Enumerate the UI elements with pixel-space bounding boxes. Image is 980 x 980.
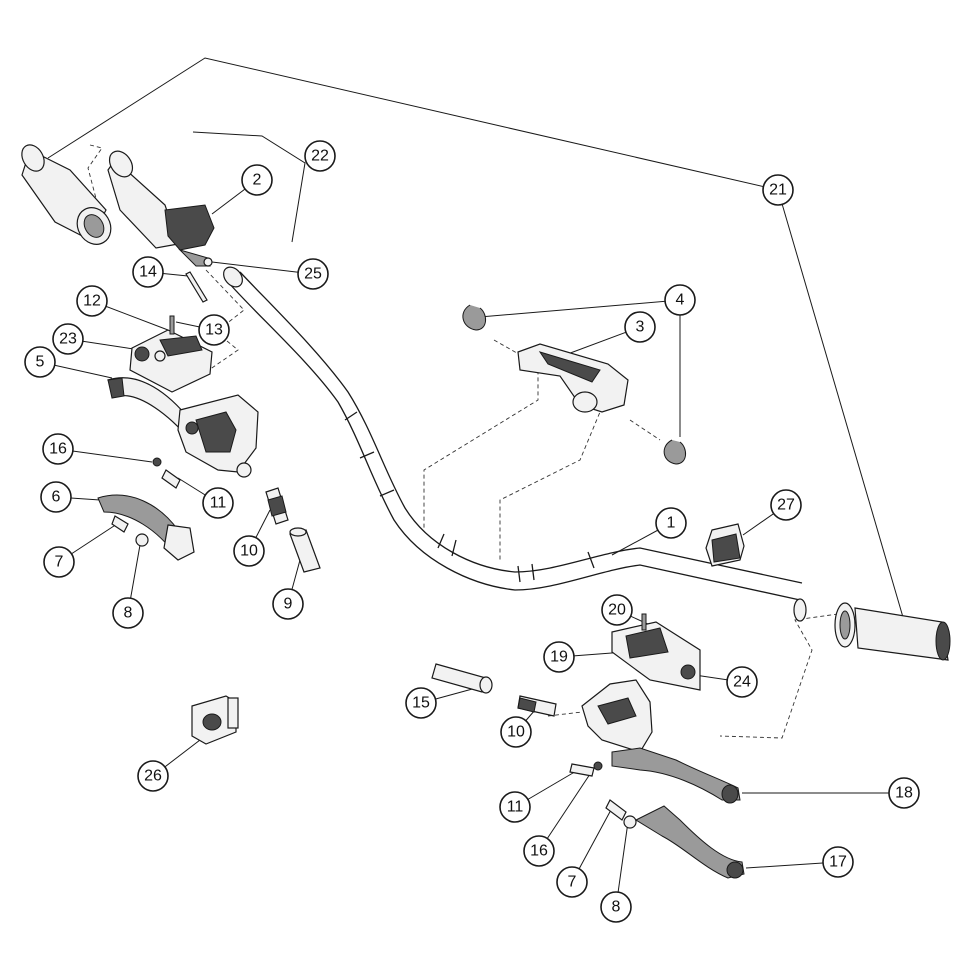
svg-text:18: 18 <box>895 785 913 802</box>
callout-7-right: 7 <box>556 866 588 898</box>
callout-2: 2 <box>241 164 273 196</box>
svg-text:5: 5 <box>36 354 45 371</box>
switch <box>705 523 745 567</box>
callout-10-left: 10 <box>233 535 265 567</box>
svg-text:9: 9 <box>284 596 293 613</box>
callout-4: 4 <box>664 284 696 316</box>
left-fasteners <box>152 457 181 489</box>
callout-15: 15 <box>405 687 437 719</box>
right-fasteners <box>569 761 603 777</box>
callout-12: 12 <box>76 285 108 317</box>
callout-5: 5 <box>24 346 56 378</box>
svg-text:15: 15 <box>412 695 430 712</box>
callout-19: 19 <box>543 641 575 673</box>
callout-9: 9 <box>272 588 304 620</box>
callout-27: 27 <box>770 489 802 521</box>
left-grip <box>21 144 112 245</box>
right-pushrod <box>517 695 557 717</box>
left-lever-blade <box>97 494 195 561</box>
callout-10-right: 10 <box>500 716 532 748</box>
left-reservoir-cover <box>129 315 213 393</box>
right-lever-assembly <box>581 679 741 804</box>
assembly-guides <box>87 144 846 739</box>
clips <box>462 304 686 465</box>
svg-text:19: 19 <box>550 649 568 666</box>
svg-text:27: 27 <box>777 497 795 514</box>
svg-text:20: 20 <box>608 602 626 619</box>
callout-8-left: 8 <box>112 597 144 629</box>
callout-20: 20 <box>601 594 633 626</box>
callout-11-left: 11 <box>202 487 234 519</box>
throttle-grip <box>107 150 215 267</box>
svg-text:10: 10 <box>240 543 258 560</box>
svg-text:21: 21 <box>769 182 787 199</box>
svg-text:24: 24 <box>733 674 751 691</box>
svg-text:7: 7 <box>55 554 64 571</box>
right-lever-blade <box>605 799 745 879</box>
svg-text:13: 13 <box>205 322 223 339</box>
svg-text:3: 3 <box>636 319 645 336</box>
svg-text:14: 14 <box>139 264 157 281</box>
svg-text:1: 1 <box>667 515 676 532</box>
callout-11-right: 11 <box>499 791 531 823</box>
svg-text:8: 8 <box>124 605 133 622</box>
callout-13: 13 <box>198 314 230 346</box>
svg-text:26: 26 <box>144 768 162 785</box>
left-lever-assembly <box>107 377 259 478</box>
switch-block <box>191 695 239 745</box>
svg-text:25: 25 <box>304 266 322 283</box>
callout-21: 21 <box>762 174 794 206</box>
pin <box>185 271 208 303</box>
right-reservoir-cover <box>611 613 701 691</box>
callout-16-right: 16 <box>523 835 555 867</box>
svg-text:11: 11 <box>507 799 524 816</box>
svg-text:10: 10 <box>507 724 525 741</box>
callout-25: 25 <box>297 258 329 290</box>
callout-17: 17 <box>822 846 854 878</box>
svg-text:4: 4 <box>676 292 685 309</box>
callout-22: 22 <box>304 140 336 172</box>
callout-26: 26 <box>137 760 169 792</box>
svg-text:16: 16 <box>49 441 67 458</box>
svg-text:2: 2 <box>253 172 262 189</box>
svg-text:23: 23 <box>59 331 77 348</box>
right-grip <box>834 602 951 661</box>
svg-text:22: 22 <box>311 148 329 165</box>
svg-text:12: 12 <box>83 293 101 310</box>
svg-text:11: 11 <box>210 495 227 512</box>
right-sleeve <box>431 663 493 694</box>
left-sleeve <box>289 527 321 573</box>
callout-8-right: 8 <box>600 891 632 923</box>
callout-7-left: 7 <box>43 546 75 578</box>
svg-text:17: 17 <box>829 854 847 871</box>
left-pushrod <box>265 487 289 525</box>
callout-24: 24 <box>726 666 758 698</box>
svg-text:16: 16 <box>530 843 548 860</box>
callout-3: 3 <box>624 311 656 343</box>
svg-text:8: 8 <box>612 899 621 916</box>
callout-14: 14 <box>132 256 164 288</box>
svg-text:7: 7 <box>568 874 577 891</box>
callout-16-left: 16 <box>42 433 74 465</box>
handlebar-clamp <box>517 343 629 413</box>
callout-18: 18 <box>888 777 920 809</box>
callout-1: 1 <box>655 507 687 539</box>
callout-23: 23 <box>52 323 84 355</box>
handlebar <box>223 266 807 622</box>
svg-text:6: 6 <box>52 489 61 506</box>
callout-6: 6 <box>40 481 72 513</box>
